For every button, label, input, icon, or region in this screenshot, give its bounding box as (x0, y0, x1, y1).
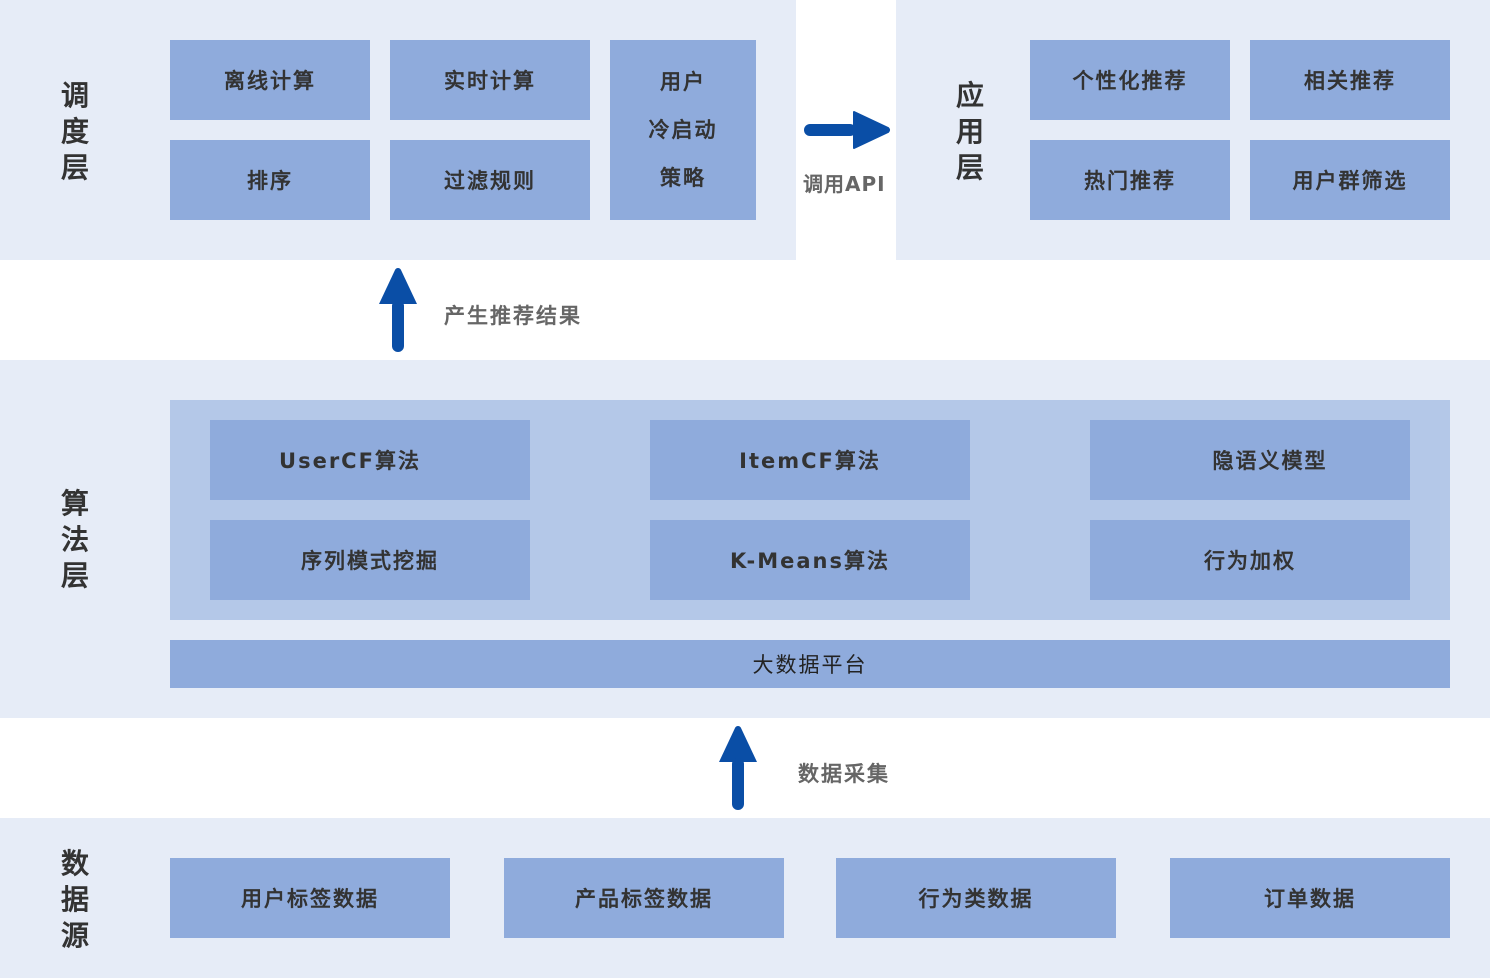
realtime-compute-box: 实时计算 (390, 40, 590, 120)
label-char: 法 (60, 523, 89, 556)
cold-start-line: 用户 (660, 70, 706, 94)
big-data-platform-bar: 大数据平台 (170, 640, 1450, 688)
result-flow-label: 产生推荐结果 (444, 304, 582, 328)
label-char: 源 (60, 919, 89, 952)
latent-factor-model-box: 隐语义模型 (1090, 420, 1410, 500)
product-tag-data-box: 产品标签数据 (504, 858, 784, 938)
label-char: 层 (955, 151, 984, 184)
scheduling-layer-label: 调 度 层 (55, 78, 95, 186)
behavior-data-box: 行为类数据 (836, 858, 1116, 938)
label-char: 调 (60, 79, 89, 112)
behavior-weighting-box: 行为加权 (1090, 520, 1410, 600)
arrow-right-icon (804, 111, 890, 149)
cold-start-line: 冷启动 (648, 118, 718, 142)
label-char: 用 (955, 115, 984, 148)
label-char: 度 (60, 115, 89, 148)
itemcf-algorithm-box: ItemCF算法 (650, 420, 970, 500)
cold-start-line: 策略 (660, 166, 706, 190)
kmeans-algorithm-box: K-Means算法 (650, 520, 970, 600)
label-char: 应 (955, 79, 984, 112)
personalized-recommendation-box: 个性化推荐 (1030, 40, 1230, 120)
filter-rules-box: 过滤规则 (390, 140, 590, 220)
label-char: 层 (60, 151, 89, 184)
sequence-pattern-mining-box: 序列模式挖掘 (210, 520, 530, 600)
label-char: 层 (60, 559, 89, 592)
data-source-layer-label: 数 据 源 (55, 846, 95, 954)
label-char: 数 (60, 847, 89, 880)
user-cold-start-box: 用户 冷启动 策略 (610, 40, 756, 220)
label-char: 算 (60, 487, 89, 520)
related-recommendation-box: 相关推荐 (1250, 40, 1450, 120)
label-char: 据 (60, 883, 89, 916)
user-group-filter-box: 用户群筛选 (1250, 140, 1450, 220)
sorting-box: 排序 (170, 140, 370, 220)
api-call-label: 调用API (803, 172, 886, 196)
offline-compute-box: 离线计算 (170, 40, 370, 120)
arrow-up-icon (379, 268, 417, 352)
data-flow-label: 数据采集 (798, 762, 890, 786)
arrow-up-icon (719, 726, 757, 810)
application-layer-label: 应 用 层 (950, 78, 990, 186)
popular-recommendation-box: 热门推荐 (1030, 140, 1230, 220)
usercf-algorithm-box: UserCF算法 (210, 420, 530, 500)
order-data-box: 订单数据 (1170, 858, 1450, 938)
user-tag-data-box: 用户标签数据 (170, 858, 450, 938)
algorithm-layer-label: 算 法 层 (55, 486, 95, 594)
